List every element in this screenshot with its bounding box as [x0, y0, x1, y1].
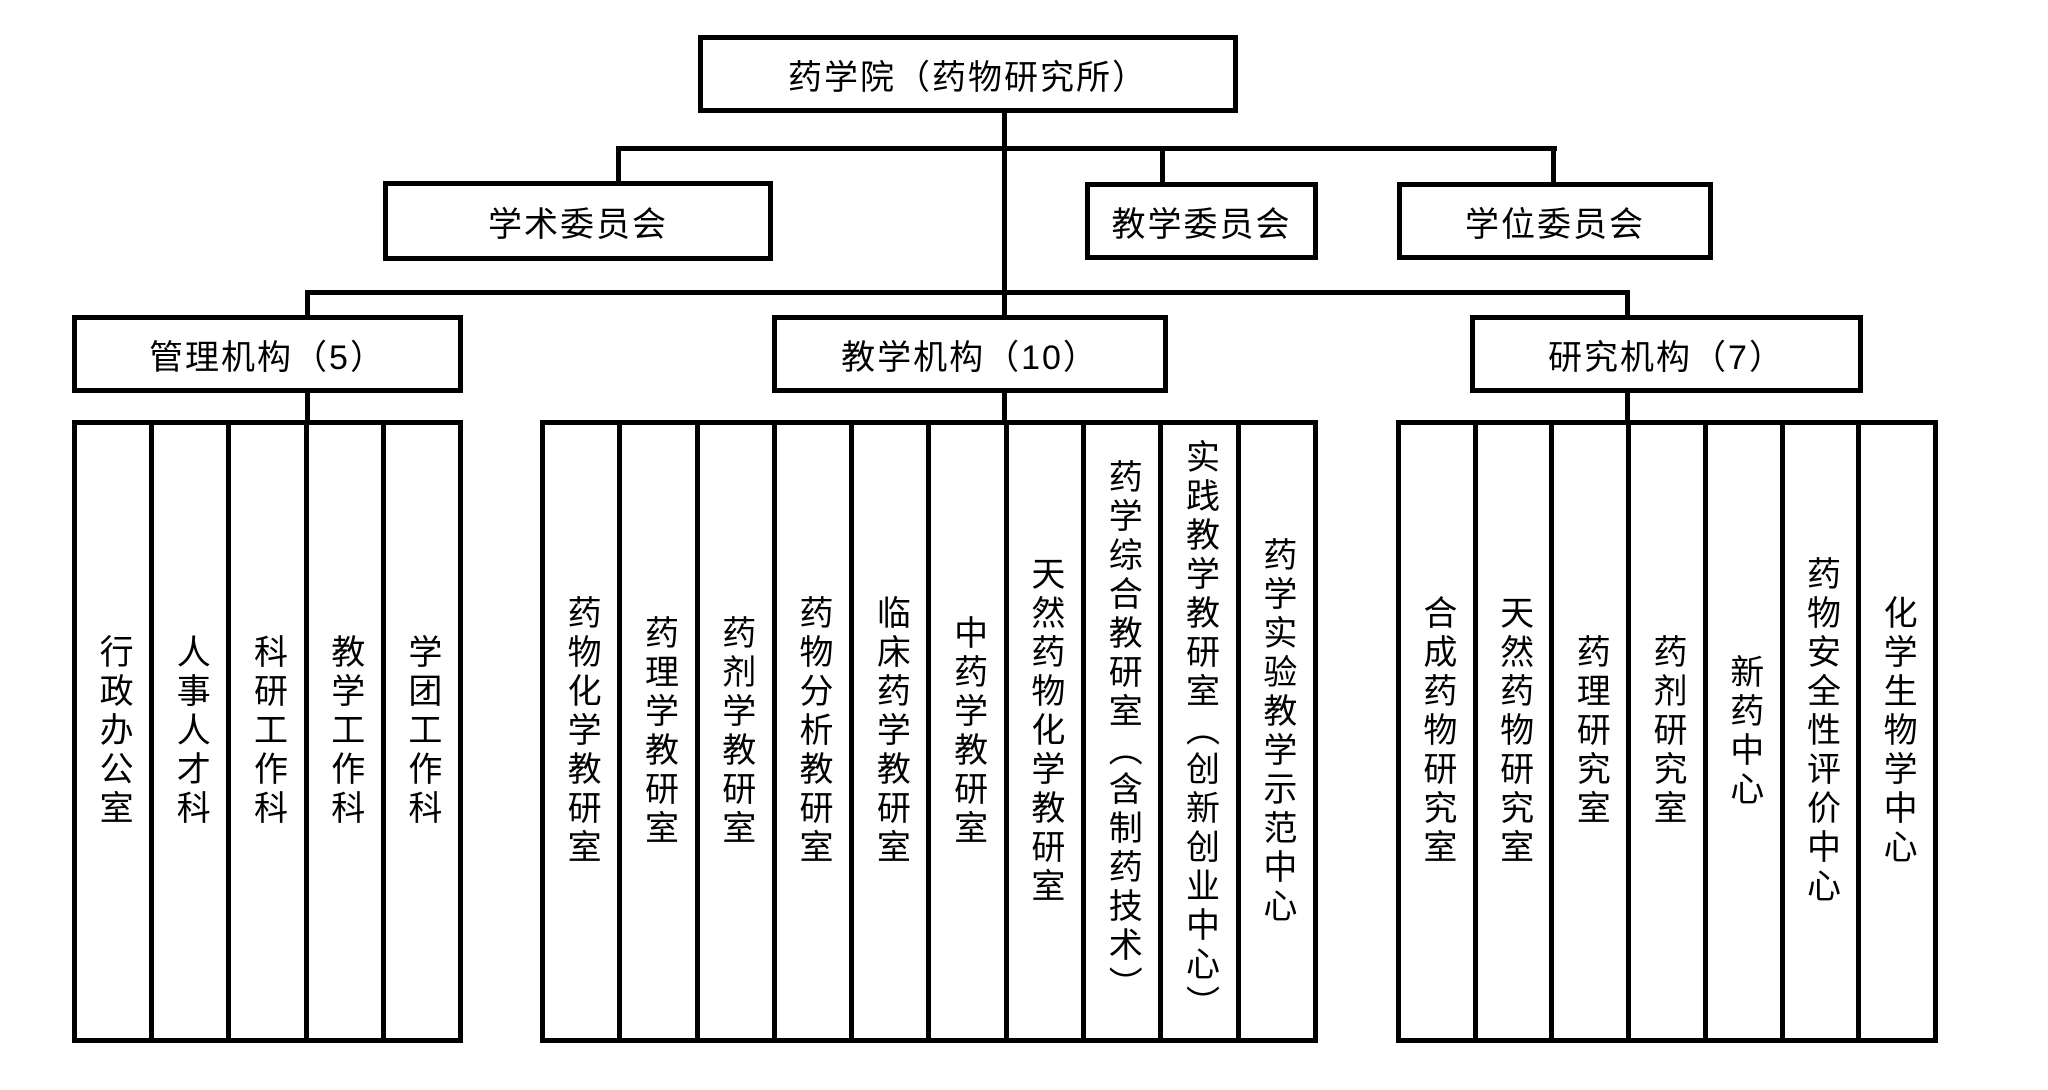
teaching-columns-group: 药物化学教研室 药理学教研室 药剂学教研室 药物分析教研室 临床药学教研室 中药… [540, 420, 1318, 1043]
connector-admin-columns [305, 390, 310, 423]
dept-label: 药学综合教研室（含制药技术） [1103, 458, 1142, 1005]
dept-label: 中药学教研室 [948, 614, 987, 849]
connector-drop-admin-header [305, 290, 310, 320]
research-columns-group: 合成药物研究室 天然药物研究室 药理研究室 药剂研究室 新药中心 药物安全性评价… [1396, 420, 1938, 1043]
dept-column: 药理研究室 [1549, 425, 1626, 1038]
dept-column: 药理学教研室 [617, 425, 694, 1038]
dept-label: 药物分析教研室 [794, 595, 833, 868]
dept-column: 天然药物化学教研室 [1003, 425, 1081, 1038]
dept-label: 药剂学教研室 [716, 614, 755, 849]
committee-label: 教学委员会 [1111, 205, 1292, 244]
dept-column: 化学生物学中心 [1856, 425, 1933, 1038]
root-label: 药学院（药物研究所） [788, 58, 1148, 97]
group-header-label: 教学机构（10） [841, 338, 1099, 377]
connector-root-vertical [1002, 112, 1007, 318]
dept-label: 学团工作科 [402, 634, 441, 829]
committee-box-degree: 学位委员会 [1397, 182, 1713, 260]
committee-label: 学位委员会 [1465, 205, 1645, 244]
dept-column: 药剂学教研室 [694, 425, 772, 1038]
connector-drop-teaching-committee [1160, 146, 1165, 187]
dept-column: 人事人才科 [149, 425, 226, 1038]
dept-column: 新药中心 [1702, 425, 1780, 1038]
dept-label: 教学工作科 [325, 634, 364, 829]
dept-label: 人事人才科 [171, 634, 210, 829]
group-header-research: 研究机构（7） [1470, 315, 1863, 393]
dept-label: 天然药物研究室 [1494, 595, 1533, 868]
dept-label: 临床药学教研室 [871, 595, 910, 868]
dept-column: 临床药学教研室 [849, 425, 926, 1038]
connector-teaching-columns [1002, 390, 1007, 423]
group-header-admin: 管理机构（5） [72, 315, 463, 393]
committee-box-academic: 学术委员会 [383, 181, 773, 261]
dept-label: 药理学教研室 [639, 614, 678, 849]
dept-column: 药剂研究室 [1626, 425, 1703, 1038]
connector-committees-horizontal [616, 146, 1557, 151]
dept-column: 行政办公室 [77, 425, 149, 1038]
dept-column: 天然药物研究室 [1472, 425, 1550, 1038]
admin-columns-group: 行政办公室 人事人才科 科研工作科 教学工作科 学团工作科 [72, 420, 463, 1043]
committee-box-teaching: 教学委员会 [1085, 182, 1318, 260]
group-header-label: 研究机构（7） [1548, 338, 1785, 377]
dept-label: 药理研究室 [1571, 634, 1610, 829]
dept-column: 药物安全性评价中心 [1779, 425, 1857, 1038]
connector-groups-horizontal [305, 290, 1630, 295]
dept-label: 天然药物化学教研室 [1025, 556, 1064, 907]
connector-drop-degree-committee [1551, 146, 1556, 187]
dept-column: 药学综合教研室（含制药技术） [1081, 425, 1158, 1038]
dept-label: 药学实验教学示范中心 [1257, 536, 1296, 927]
dept-column: 药物化学教研室 [545, 425, 617, 1038]
root-box: 药学院（药物研究所） [698, 35, 1238, 113]
dept-label: 实践教学教研室（创新创业中心） [1180, 439, 1219, 1024]
dept-column: 科研工作科 [226, 425, 303, 1038]
dept-label: 合成药物研究室 [1417, 595, 1456, 868]
dept-label: 行政办公室 [94, 634, 133, 829]
dept-column: 药物分析教研室 [771, 425, 849, 1038]
group-header-teaching: 教学机构（10） [772, 315, 1168, 393]
dept-label: 新药中心 [1724, 653, 1763, 810]
connector-research-columns [1625, 390, 1630, 423]
dept-label: 药物安全性评价中心 [1801, 556, 1840, 907]
dept-column: 中药学教研室 [926, 425, 1003, 1038]
dept-label: 药物化学教研室 [562, 595, 601, 868]
connector-drop-research-header [1625, 290, 1630, 320]
dept-label: 科研工作科 [248, 634, 287, 829]
dept-column: 实践教学教研室（创新创业中心） [1158, 425, 1235, 1038]
committee-label: 学术委员会 [488, 205, 668, 244]
dept-label: 药剂研究室 [1648, 634, 1687, 829]
dept-label: 化学生物学中心 [1878, 595, 1917, 868]
group-header-label: 管理机构（5） [149, 338, 386, 377]
connector-drop-academic [616, 146, 621, 186]
dept-column: 学团工作科 [380, 425, 458, 1038]
dept-column: 教学工作科 [303, 425, 381, 1038]
dept-column: 药学实验教学示范中心 [1235, 425, 1313, 1038]
dept-column: 合成药物研究室 [1401, 425, 1473, 1038]
